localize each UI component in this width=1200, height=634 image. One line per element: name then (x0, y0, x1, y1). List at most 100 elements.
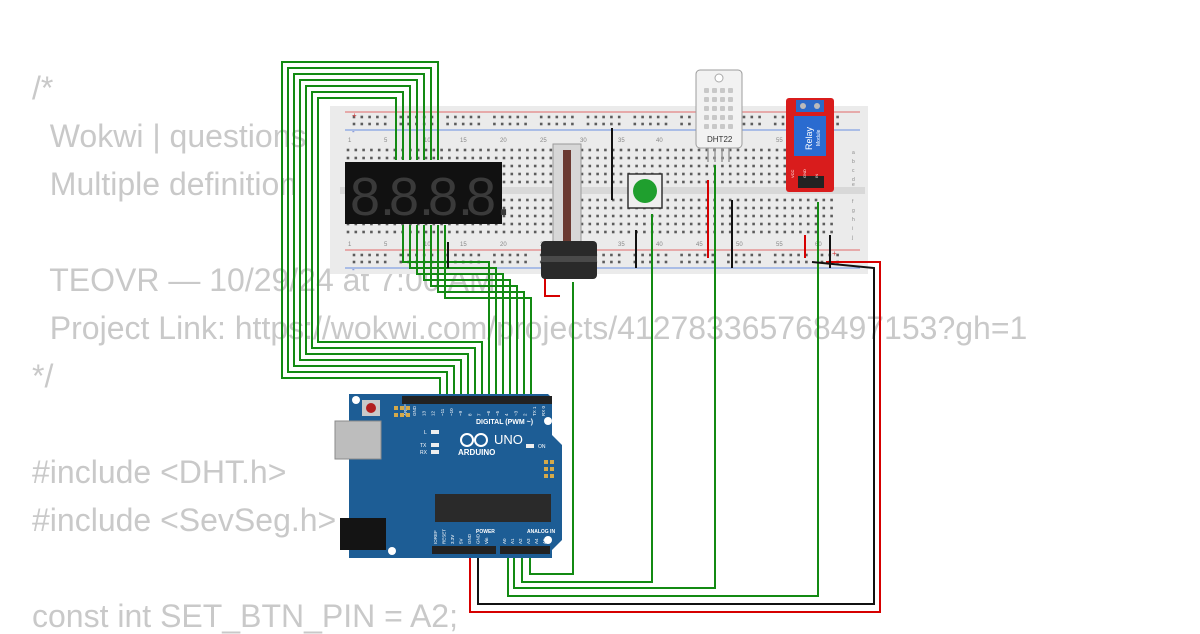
hole[interactable] (524, 122, 527, 126)
hole[interactable] (471, 148, 475, 152)
hole[interactable] (611, 214, 615, 218)
hole[interactable] (775, 180, 779, 184)
hole[interactable] (650, 164, 654, 168)
hole[interactable] (352, 253, 356, 257)
hole[interactable] (510, 214, 514, 218)
hole[interactable] (610, 122, 613, 126)
hole[interactable] (744, 206, 748, 210)
hole[interactable] (767, 156, 771, 160)
hole[interactable] (502, 214, 506, 218)
hole[interactable] (680, 122, 683, 126)
hole[interactable] (703, 253, 707, 257)
hole[interactable] (799, 214, 802, 218)
hole[interactable] (721, 214, 724, 218)
hole[interactable] (479, 156, 482, 160)
hole[interactable] (487, 156, 490, 160)
hole[interactable] (596, 198, 599, 202)
hole[interactable] (477, 253, 481, 257)
hole[interactable] (736, 172, 740, 176)
hole[interactable] (502, 206, 506, 210)
hole[interactable] (508, 253, 512, 257)
hole[interactable] (689, 230, 693, 234)
hole[interactable] (407, 253, 410, 257)
hole[interactable] (510, 156, 514, 160)
wire[interactable] (444, 225, 532, 398)
hole[interactable] (518, 222, 521, 226)
hole[interactable] (697, 230, 701, 234)
hole[interactable] (674, 214, 677, 218)
hole[interactable] (633, 260, 637, 264)
hole[interactable] (563, 115, 566, 119)
hole[interactable] (627, 148, 631, 152)
hole[interactable] (619, 172, 623, 176)
hole[interactable] (641, 122, 644, 126)
hole[interactable] (728, 148, 732, 152)
hole[interactable] (502, 164, 506, 168)
hole[interactable] (682, 156, 685, 160)
hole[interactable] (688, 253, 691, 257)
hole[interactable] (814, 198, 818, 202)
hole[interactable] (502, 180, 506, 184)
hole[interactable] (610, 115, 613, 119)
hole[interactable] (822, 198, 826, 202)
hole[interactable] (664, 260, 668, 264)
hole[interactable] (463, 148, 467, 152)
hole[interactable] (454, 253, 457, 257)
hole[interactable] (767, 164, 771, 168)
hole[interactable] (633, 122, 637, 126)
hole[interactable] (604, 172, 607, 176)
hole[interactable] (666, 230, 670, 234)
hole[interactable] (619, 180, 623, 184)
hole[interactable] (674, 172, 677, 176)
hole[interactable] (518, 206, 521, 210)
hole[interactable] (830, 222, 833, 226)
hole[interactable] (493, 122, 496, 126)
hole[interactable] (385, 148, 389, 152)
hole[interactable] (682, 198, 685, 202)
hole[interactable] (617, 115, 621, 119)
hole[interactable] (728, 206, 732, 210)
hole[interactable] (674, 148, 677, 152)
hole[interactable] (836, 122, 839, 126)
hole[interactable] (695, 260, 699, 264)
hole[interactable] (649, 115, 652, 119)
hole[interactable] (352, 115, 356, 119)
hole[interactable] (500, 253, 504, 257)
wire[interactable] (281, 61, 441, 398)
hole[interactable] (541, 180, 545, 184)
hole[interactable] (742, 253, 746, 257)
hole[interactable] (742, 122, 746, 126)
hole[interactable] (773, 253, 777, 257)
hole[interactable] (596, 156, 599, 160)
hole[interactable] (469, 115, 473, 119)
hole[interactable] (641, 260, 644, 264)
hole[interactable] (539, 122, 543, 126)
hole[interactable] (586, 115, 590, 119)
hole[interactable] (376, 122, 379, 126)
hole[interactable] (736, 230, 740, 234)
hole[interactable] (658, 230, 662, 234)
hole[interactable] (580, 230, 584, 234)
hole[interactable] (830, 230, 833, 234)
hole[interactable] (682, 164, 685, 168)
hole[interactable] (736, 156, 740, 160)
hole[interactable] (571, 115, 574, 119)
hole[interactable] (781, 253, 785, 257)
hole[interactable] (611, 180, 615, 184)
hole[interactable] (728, 198, 732, 202)
hole[interactable] (742, 115, 746, 119)
hole[interactable] (744, 214, 748, 218)
hole[interactable] (533, 156, 537, 160)
hole[interactable] (627, 230, 631, 234)
hole[interactable] (377, 230, 381, 234)
hole[interactable] (767, 222, 771, 226)
hole[interactable] (689, 206, 693, 210)
hole[interactable] (541, 222, 545, 226)
hole[interactable] (781, 122, 785, 126)
hole[interactable] (760, 222, 763, 226)
hole[interactable] (797, 260, 800, 264)
hole[interactable] (346, 230, 350, 234)
hole[interactable] (533, 172, 537, 176)
hole[interactable] (656, 115, 660, 119)
hole[interactable] (820, 253, 824, 257)
